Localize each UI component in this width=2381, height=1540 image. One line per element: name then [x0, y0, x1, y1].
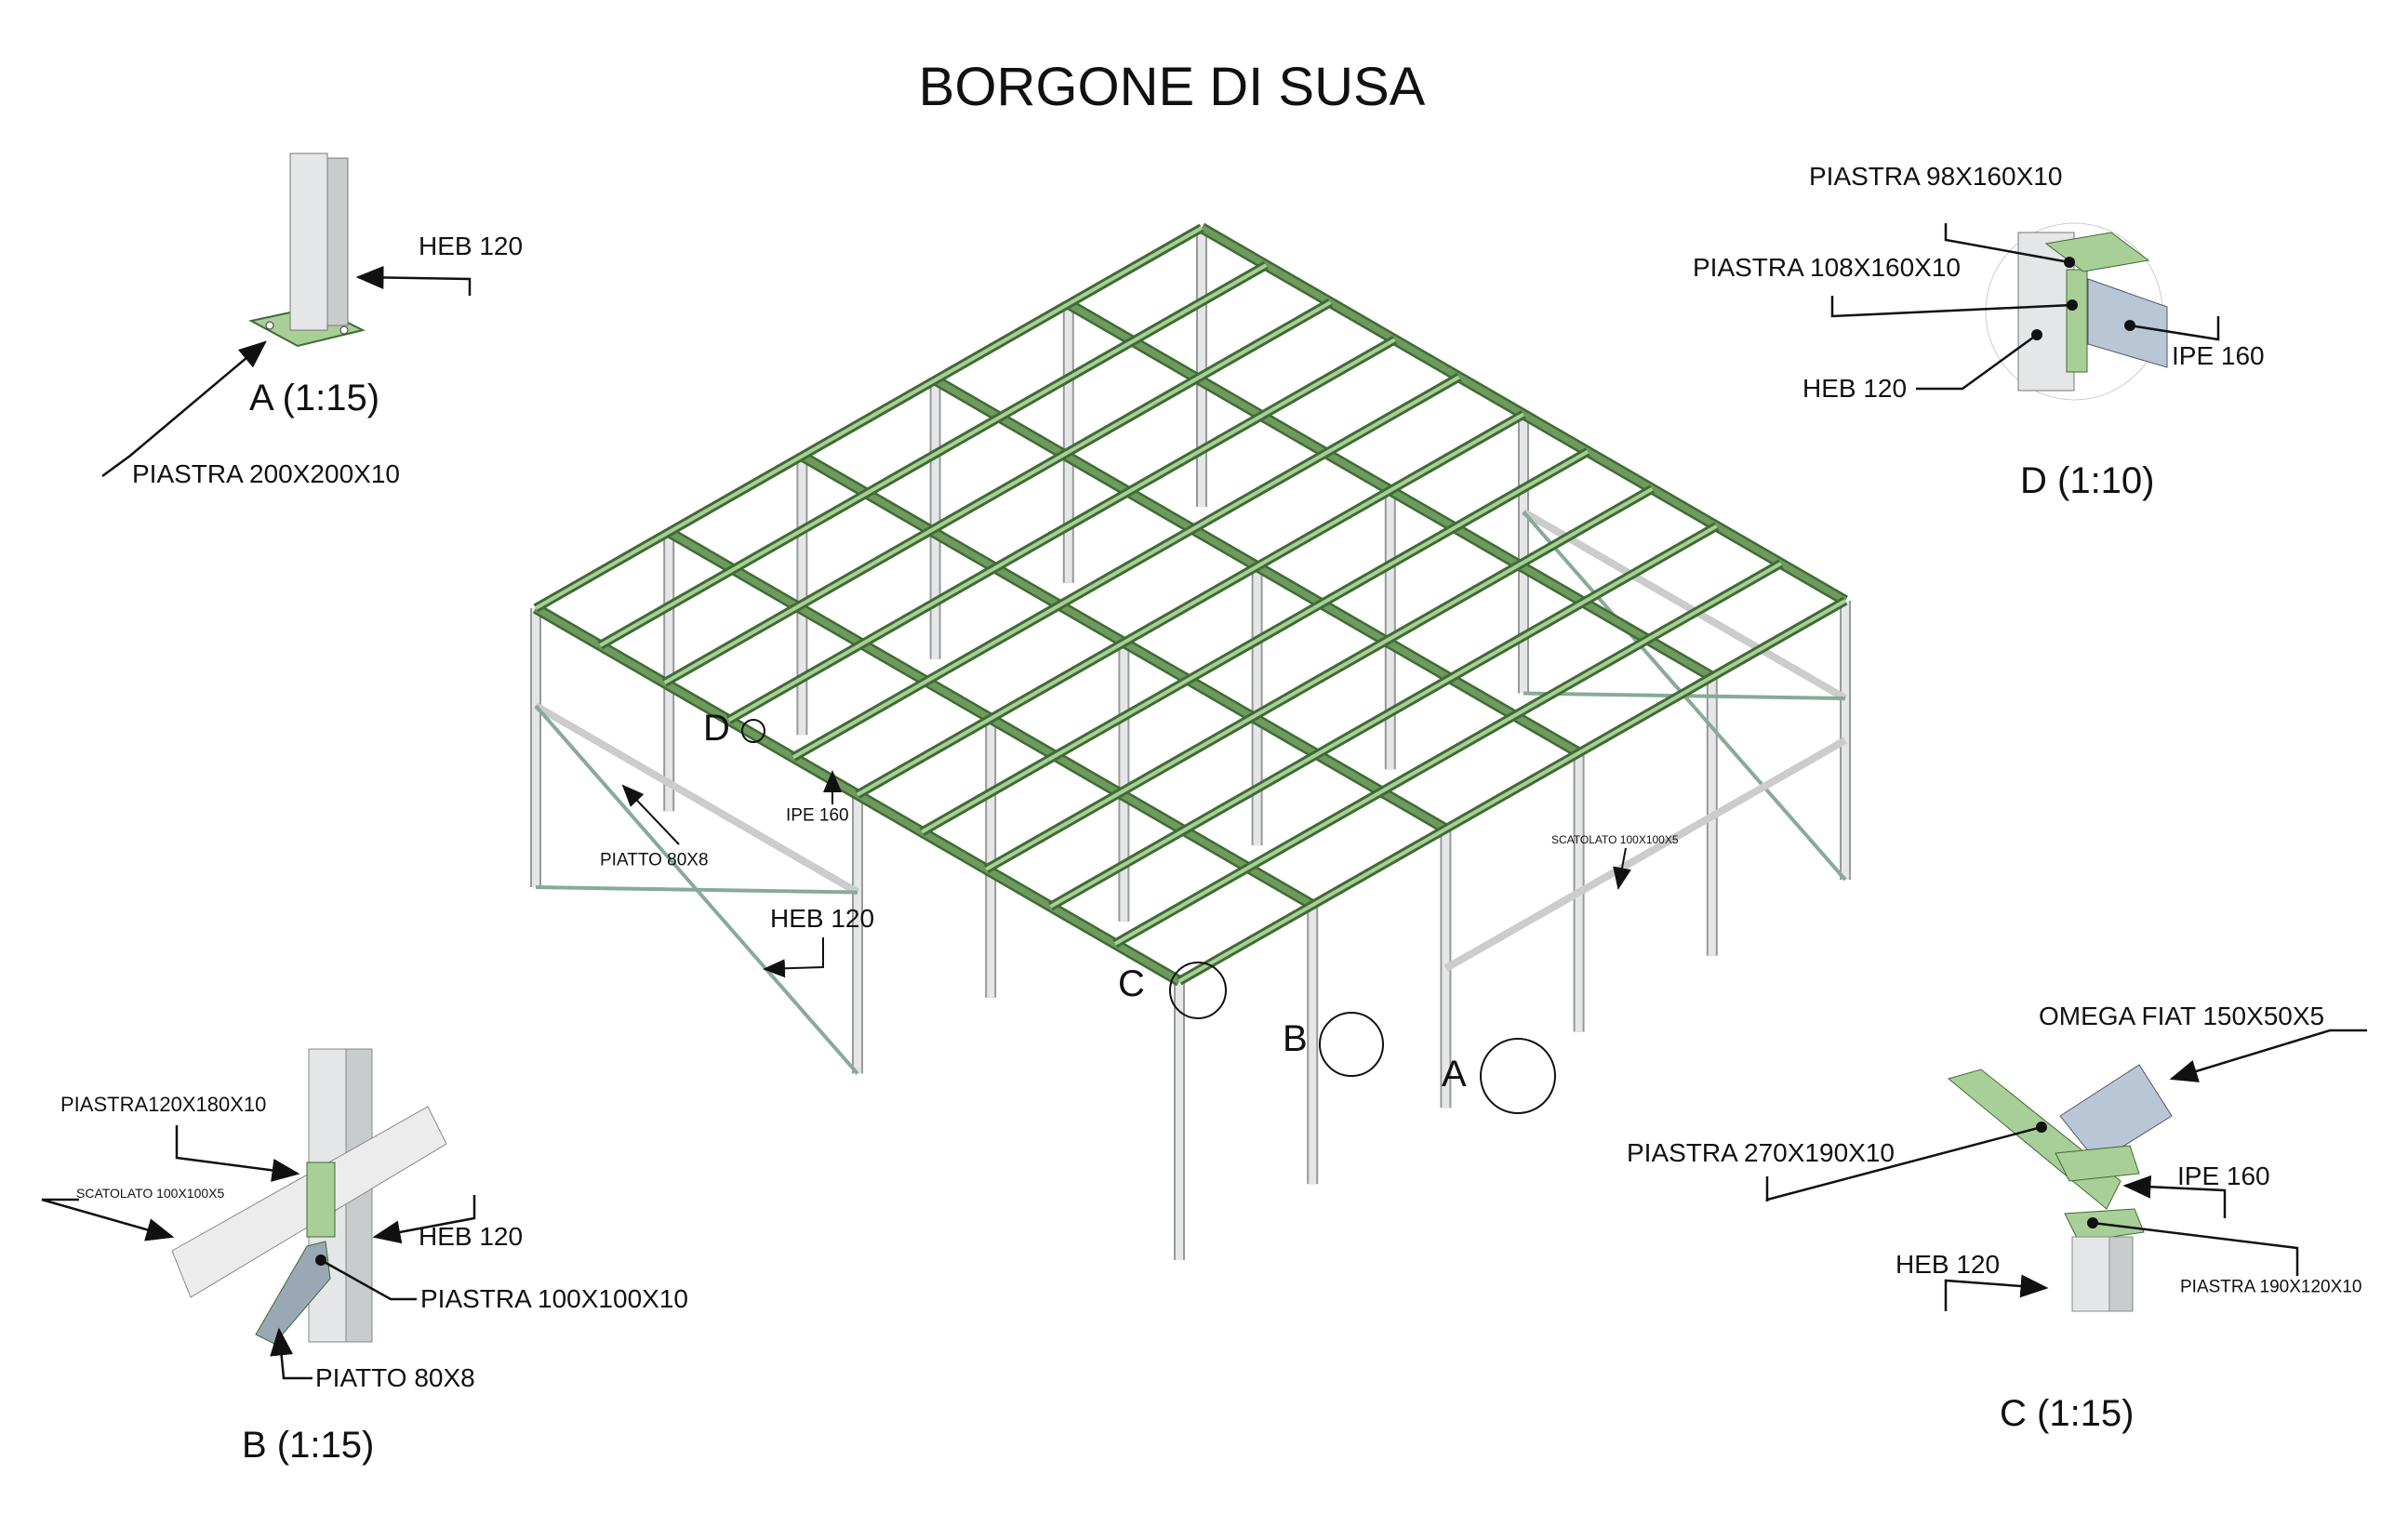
purlin-omega-face [791, 375, 1460, 760]
purlin-omega-face [1113, 562, 1782, 946]
drawing-title: BORGONE DI SUSA [918, 57, 1426, 117]
purlin-omega-face [535, 226, 1203, 610]
detail-b-label-piastra-120: PIASTRA120X180X10 [60, 1093, 267, 1116]
purlin-omega-face [985, 486, 1654, 871]
main-label-ipe: IPE 160 [786, 805, 849, 826]
main-label-scatolato: SCATOLATO 100X100X5 [1551, 833, 1679, 846]
detail-c-title: C (1:15) [2000, 1393, 2135, 1434]
detail-c-label-piastra-190: PIASTRA 190X120X10 [2180, 1277, 2362, 1297]
main-label-heb: HEB 120 [770, 904, 875, 933]
purlin-omega-face [921, 449, 1590, 834]
main-callouts [621, 719, 1631, 1114]
detail-c-drawing [1765, 1029, 2367, 1312]
detail-d-label-heb: HEB 120 [1802, 374, 1908, 403]
detail-b-drawing [41, 1048, 476, 1380]
scatolato-beam [1521, 509, 1848, 702]
detail-c-label-heb: HEB 120 [1895, 1250, 2001, 1279]
purlin-omega-face [1049, 524, 1718, 909]
detail-b-label-piastra-100: PIASTRA 100X100X10 [420, 1284, 688, 1313]
detail-b-label-piatto: PIATTO 80X8 [315, 1363, 475, 1392]
scatolato-beam [1443, 737, 1847, 972]
purlin-omega-face [663, 300, 1332, 684]
detail-d-drawing [1830, 222, 2220, 401]
detail-c-label-piastra-270: PIASTRA 270X190X10 [1627, 1138, 1895, 1167]
detail-b-title: B (1:15) [242, 1425, 375, 1466]
detail-a-label-piastra: PIASTRA 200X200X10 [132, 459, 400, 488]
marker-b: B [1283, 1018, 1308, 1059]
marker-c: C [1118, 963, 1145, 1004]
purlin-omega-face [857, 412, 1524, 797]
detail-a-label-heb: HEB 120 [419, 232, 524, 260]
detail-b-label-scatolato: SCATOLATO 100X100X5 [76, 1186, 225, 1201]
scatolato-beam [533, 702, 860, 896]
detail-c-label-omega: OMEGA FIAT 150X50X5 [2039, 1002, 2325, 1030]
purlin-omega-face [1178, 599, 1846, 983]
piatto-brace [535, 885, 858, 895]
detail-d-label-piastra-98: PIASTRA 98X160X10 [1809, 162, 2063, 191]
detail-d-title: D (1:10) [2020, 460, 2155, 501]
purlin-omega-face [727, 338, 1396, 723]
marker-d: D [703, 708, 730, 749]
detail-b-label-heb: HEB 120 [419, 1222, 524, 1251]
detail-d-label-piastra-108: PIASTRA 108X160X10 [1693, 253, 1961, 282]
detail-d-label-ipe: IPE 160 [2172, 341, 2265, 370]
detail-a-title: A (1:15) [249, 378, 380, 418]
marker-a: A [1442, 1054, 1467, 1095]
main-steel-frame [530, 222, 1851, 1260]
detail-a-drawing [101, 153, 472, 478]
purlin-omega-face [599, 263, 1268, 647]
main-label-piatto: PIATTO 80X8 [600, 850, 709, 870]
detail-c-label-ipe: IPE 160 [2177, 1162, 2270, 1190]
